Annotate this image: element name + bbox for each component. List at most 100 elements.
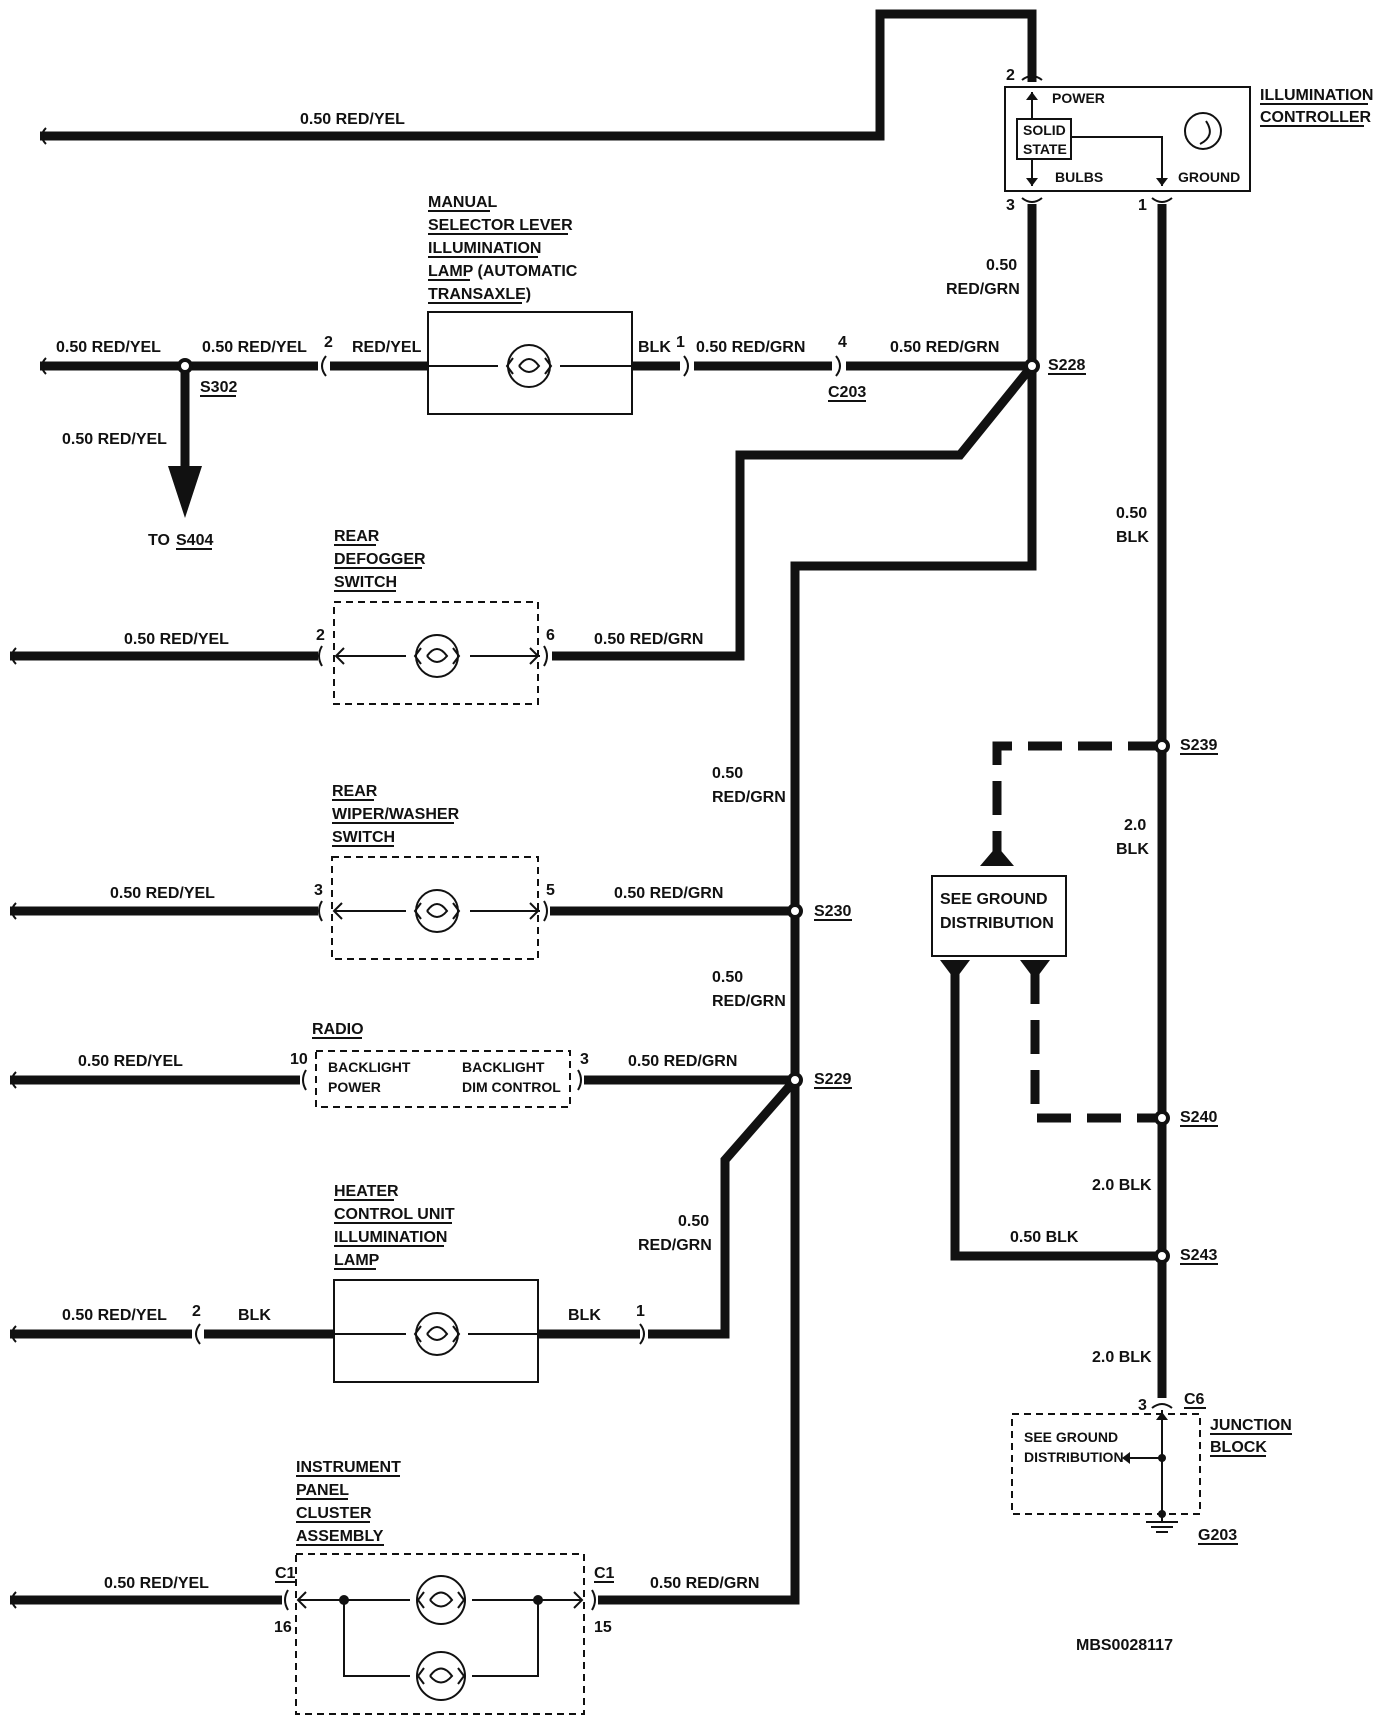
wire-label-wiper-left: 0.50 RED/YEL: [110, 885, 215, 902]
wire-label-trunk-a-2: RED/GRN: [712, 789, 786, 806]
splice-s302: [177, 358, 193, 374]
arrowheads: [168, 466, 1050, 980]
wire-label-radio-right: 0.50 RED/GRN: [628, 1053, 737, 1070]
wire-label-top: 0.50 RED/YEL: [300, 111, 405, 128]
arrow-from-see-ground-a: [940, 960, 970, 980]
controller-pin-1: 1: [1138, 197, 1147, 214]
defogger-box: [333, 601, 539, 705]
defogger-name-3: SWITCH: [334, 574, 397, 591]
tail-sel: [41, 357, 47, 375]
rear-wiper-washer-switch: REAR WIPER/WASHER SWITCH 3 5: [314, 783, 555, 960]
jb-see-ground-1: SEE GROUND: [1024, 1429, 1118, 1445]
wire-label-bulbs-1: 0.50: [986, 257, 1017, 274]
splice-s229: [787, 1072, 803, 1088]
splice-s240: [1154, 1110, 1170, 1126]
heater-pin-1: 1: [636, 1303, 645, 1320]
wire-label-gnd-239-2: BLK: [1116, 841, 1149, 858]
wire-controller-bulbs: [790, 204, 1037, 1080]
conn-sel-2: [321, 355, 327, 377]
arrow-from-see-ground-b: [1020, 960, 1050, 980]
radio-pin-3: 3: [580, 1051, 589, 1068]
selector-lamp-box: [427, 311, 633, 415]
controller-ground-label: GROUND: [1178, 169, 1240, 185]
conn-c203: [835, 355, 841, 377]
cluster-name-4: ASSEMBLY: [296, 1528, 384, 1545]
rear-defogger-switch: REAR DEFOGGER SWITCH 2 6: [316, 528, 555, 705]
controller-bulbs-label: BULBS: [1055, 169, 1103, 185]
conn-jb-c6: [1151, 1403, 1173, 1409]
label-s230: S230: [814, 903, 851, 920]
wire-label-to: TO: [148, 532, 170, 549]
wiper-pin-3: 3: [314, 882, 323, 899]
heater-name-3: ILLUMINATION: [334, 1229, 447, 1246]
wiper-box: [331, 856, 539, 960]
tail-top: [41, 127, 47, 145]
splice-s243: [1154, 1248, 1170, 1264]
solid-state-label-1: SOLID: [1023, 122, 1066, 138]
selector-pin-2: 2: [324, 334, 333, 351]
radio: RADIO BACKLIGHT POWER BACKLIGHT DIM CONT…: [290, 1021, 589, 1108]
wire-controller-power: [40, 9, 1037, 141]
see-ground-line-1: SEE GROUND: [940, 891, 1048, 908]
conn-radio-3: [577, 1069, 582, 1091]
ground-symbol-icon: [1146, 1521, 1178, 1533]
conn-sel-1: [683, 355, 689, 377]
cluster-conn-right: C1: [594, 1565, 615, 1582]
conn-ctrl-1: [1151, 197, 1173, 203]
wire-label-trunk-a-1: 0.50: [712, 765, 743, 782]
illumination-controller: POWER SOLID STATE BULBS GROUND 2 3 1 ILL…: [1004, 67, 1373, 214]
splice-s239: [1154, 738, 1170, 754]
controller-name-2: CONTROLLER: [1260, 109, 1372, 126]
splice-s228: [1024, 358, 1040, 374]
connectors: [195, 75, 1173, 1611]
wire-label-sel-left: 0.50 RED/YEL: [56, 339, 161, 356]
label-s229: S229: [814, 1071, 851, 1088]
wiper-name-2: WIPER/WASHER: [332, 806, 460, 823]
tail-heater: [11, 1325, 17, 1343]
see-ground-box: [931, 875, 1067, 957]
wire-label-radio-left: 0.50 RED/YEL: [78, 1053, 183, 1070]
cluster-conn-left: C1: [275, 1565, 296, 1582]
label-s228: S228: [1048, 357, 1085, 374]
wire-label-cluster-right: 0.50 RED/GRN: [650, 1575, 759, 1592]
radio-backlight-dim-2: DIM CONTROL: [462, 1079, 561, 1095]
jb-name-2: BLOCK: [1210, 1439, 1267, 1456]
heater-pin-2: 2: [192, 1303, 201, 1320]
heater-control-lamp: HEATER CONTROL UNIT ILLUMINATION LAMP 2 …: [192, 1183, 645, 1383]
conn-defog-2: [318, 645, 323, 667]
defogger-name-2: DEFOGGER: [334, 551, 426, 568]
wire-s229-heater: [648, 1077, 799, 1339]
conn-heater-1: [639, 1323, 645, 1345]
cluster-box: [295, 1553, 585, 1715]
wiper-name-3: SWITCH: [332, 829, 395, 846]
wire-label-wiper-right: 0.50 RED/GRN: [614, 885, 723, 902]
tail-radio: [11, 1071, 17, 1089]
jb-pin-3: 3: [1138, 1397, 1147, 1414]
selector-wire-left-label: RED/YEL: [352, 339, 422, 356]
conn-defog-6: [543, 645, 548, 667]
wire-label-heater-branch-2: RED/GRN: [638, 1237, 712, 1254]
junction-block: SEE GROUND DISTRIBUTION JUNCTION BLOCK C…: [1011, 1391, 1292, 1545]
selector-wire-right-label: BLK: [638, 339, 671, 356]
controller-power-label: POWER: [1052, 90, 1105, 106]
solid-state-label-2: STATE: [1023, 141, 1067, 157]
cluster-name-2: PANEL: [296, 1482, 349, 1499]
cluster-name-1: INSTRUMENT: [296, 1459, 401, 1476]
see-ground-line-2: DISTRIBUTION: [940, 915, 1054, 932]
heater-name-2: CONTROL UNIT: [334, 1206, 455, 1223]
tail-wiper: [11, 902, 17, 920]
wire-label-cluster-left: 0.50 RED/YEL: [104, 1575, 209, 1592]
controller-name-1: ILLUMINATION: [1260, 87, 1373, 104]
selector-name-3: ILLUMINATION: [428, 240, 541, 257]
defogger-pin-6: 6: [546, 627, 555, 644]
controller-pin-2: 2: [1006, 67, 1015, 84]
wire-label-defog-left: 0.50 RED/YEL: [124, 631, 229, 648]
splice-labels: S302 4 C203 S228 S230 S229 S239 S240 S24…: [200, 334, 1218, 1265]
splice-s230: [787, 903, 803, 919]
jb-name-1: JUNCTION: [1210, 1417, 1292, 1434]
wire-label-heater-branch-1: 0.50: [678, 1213, 709, 1230]
wire-label-gnd-239-1: 2.0: [1124, 817, 1146, 834]
wire-label-sel-mid: 0.50 RED/YEL: [202, 339, 307, 356]
radio-name: RADIO: [312, 1021, 364, 1038]
conn-wiper-5: [543, 900, 548, 922]
